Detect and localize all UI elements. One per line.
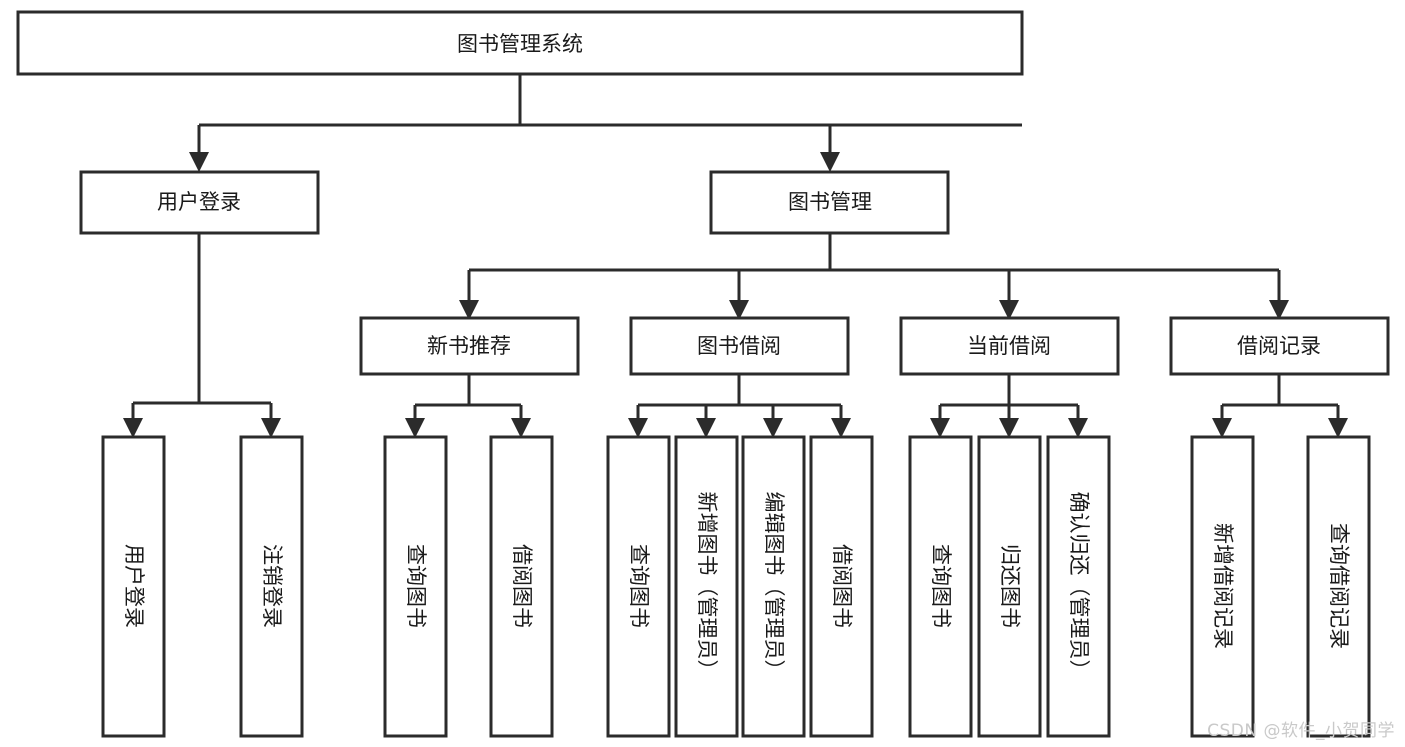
leaf-add-book[interactable]: 新增图书（管理员） [674,435,739,738]
leaf-confirm-return[interactable]: 确认归还（管理员） [1046,435,1111,738]
leaf-query-book-1-label: 查询图书 [404,544,428,628]
edge-root-to-level2 [189,74,1022,172]
leaf-user-login[interactable]: 用户登录 [101,435,166,738]
node-book-management[interactable]: 图书管理 [709,170,950,235]
leaf-query-book-2[interactable]: 查询图书 [606,435,671,738]
leaf-return-book-label: 归还图书 [998,544,1022,628]
leaf-borrow-book-1[interactable]: 借阅图书 [489,435,554,738]
leaf-query-book-3[interactable]: 查询图书 [908,435,973,738]
edge-bookborrow-to-leaves [628,374,851,438]
leaf-query-record-label: 查询借阅记录 [1327,523,1351,649]
node-current-borrow[interactable]: 当前借阅 [899,316,1120,376]
leaf-borrow-book-2-label: 借阅图书 [830,544,854,628]
node-root-label: 图书管理系统 [457,32,583,56]
edge-userlogin-to-leaves [123,233,281,438]
node-book-management-label: 图书管理 [788,190,872,214]
edge-newbook-to-leaves [405,374,531,438]
leaf-query-record[interactable]: 查询借阅记录 [1306,435,1371,738]
node-user-login[interactable]: 用户登录 [79,170,320,235]
node-book-borrow-label: 图书借阅 [697,334,781,358]
node-root[interactable]: 图书管理系统 [16,10,1024,76]
node-borrow-record-label: 借阅记录 [1237,334,1321,358]
node-borrow-record[interactable]: 借阅记录 [1169,316,1390,376]
leaf-add-record[interactable]: 新增借阅记录 [1190,435,1255,738]
csdn-watermark: CSDN @软件_小贺同学 [1207,721,1395,741]
edge-currentborrow-to-leaves [930,374,1088,438]
node-user-login-label: 用户登录 [157,190,241,214]
leaf-logout[interactable]: 注销登录 [239,435,304,738]
leaf-query-book-1[interactable]: 查询图书 [383,435,448,738]
edge-borrowrecord-to-leaves [1212,374,1348,438]
node-book-borrow[interactable]: 图书借阅 [629,316,850,376]
leaf-user-login-label: 用户登录 [122,544,146,628]
node-new-book-recommend[interactable]: 新书推荐 [359,316,580,376]
leaf-return-book[interactable]: 归还图书 [977,435,1042,738]
edge-bookmgmt-to-level3 [459,233,1289,320]
leaf-borrow-book-2[interactable]: 借阅图书 [809,435,874,738]
leaf-query-book-3-label: 查询图书 [929,544,953,628]
leaf-borrow-book-1-label: 借阅图书 [510,544,534,628]
leaf-edit-book[interactable]: 编辑图书（管理员） [741,435,806,738]
leaf-confirm-return-label: 确认归还（管理员） [1067,492,1091,681]
leaf-logout-label: 注销登录 [260,544,284,628]
leaf-add-book-label: 新增图书（管理员） [695,492,719,681]
leaf-query-book-2-label: 查询图书 [627,544,651,628]
leaf-add-record-label: 新增借阅记录 [1211,523,1235,649]
leaf-edit-book-label: 编辑图书（管理员） [762,492,786,681]
node-new-book-recommend-label: 新书推荐 [427,334,511,358]
node-current-borrow-label: 当前借阅 [967,334,1051,358]
